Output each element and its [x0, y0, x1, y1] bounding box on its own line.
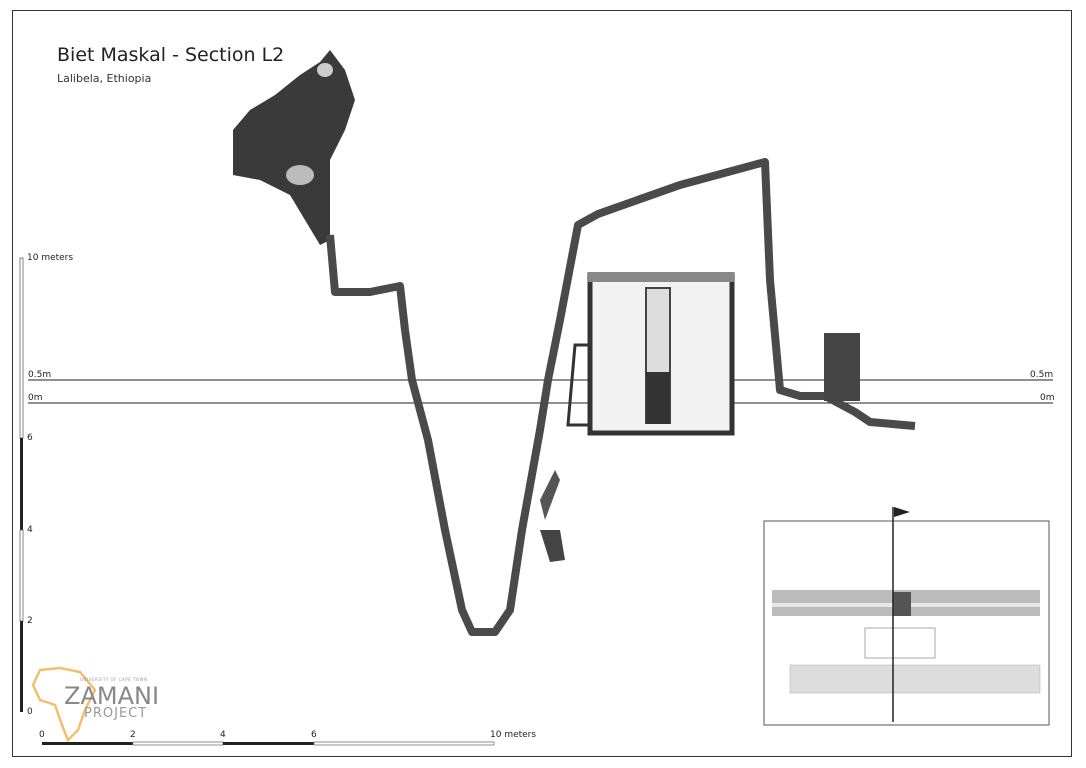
page-subtitle: Lalibela, Ethiopia — [57, 72, 152, 85]
page-frame — [12, 10, 1072, 757]
label-0m-left: 0m — [28, 393, 43, 403]
hscale-tick: 6 — [311, 730, 317, 740]
right-block — [824, 333, 860, 401]
logo-project: PROJECT — [84, 706, 148, 721]
hscale-tick: 2 — [130, 730, 136, 740]
logo-zamani: ZAMANI — [64, 682, 160, 710]
vscale-tick: 0 — [27, 707, 33, 717]
hscale-tick: 4 — [220, 730, 226, 740]
vscale-tick: 2 — [27, 616, 33, 626]
vscale-tick: 4 — [27, 525, 33, 535]
hscale-tick: 0 — [39, 730, 45, 740]
flag-icon — [894, 507, 910, 517]
inset-plan-map — [763, 507, 1050, 726]
africa-outline-logo — [31, 666, 97, 743]
page-title: Biet Maskal - Section L2 — [57, 44, 285, 66]
label-0m-right: 0m — [1040, 393, 1055, 403]
logo-university: UNIVERSITY OF CAPE TOWN — [80, 677, 148, 682]
vscale-top-label: 10 meters — [27, 253, 74, 263]
vscale-tick: 6 — [27, 433, 33, 443]
vertical-scale — [19, 257, 24, 712]
hscale-end-label: 10 meters — [490, 730, 537, 740]
rock-mass-left — [233, 50, 355, 245]
horizontal-scale — [42, 741, 495, 746]
label-0-5m-left: 0.5m — [28, 370, 52, 380]
section-profile — [326, 158, 916, 636]
label-0-5m-right: 0.5m — [1030, 370, 1054, 380]
